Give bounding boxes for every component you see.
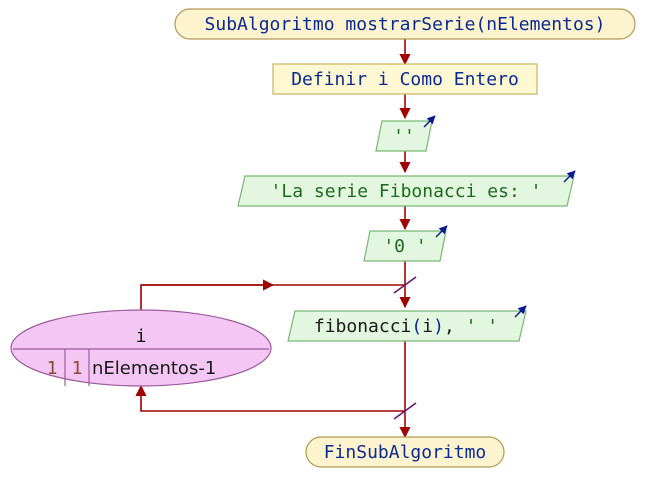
string-literal: ' ' [466,316,499,337]
output-text: '' [393,126,415,147]
func-name: fibonacci [314,316,412,337]
connectors [135,39,411,439]
output-text: 'La serie Fibonacci es: ' [271,181,542,202]
loop-end: nElementos-1 [92,358,216,379]
output-text: fibonacci(i), ' ' [314,316,498,337]
output-block-title: 'La serie Fibonacci es: ' [237,170,576,207]
loop-junction-mark-bottom [393,402,417,420]
loop-start: 1 [47,358,58,379]
loop-node: i 1 1 nElementos-1 [10,309,272,387]
output-arrow-icon [423,115,436,128]
output-arrow-icon [435,225,448,238]
punct: ) [433,316,444,337]
definition-box: Definir i Como Entero [272,63,538,95]
loop-variable: i [136,326,147,347]
output-arrow-icon [563,170,576,183]
start-terminal: SubAlgoritmo mostrarSerie(nElementos) [174,8,636,40]
output-block-empty: '' [375,115,436,152]
output-arrow-icon [514,305,527,318]
var-name: i [422,316,433,337]
start-terminal-text: SubAlgoritmo mostrarSerie(nElementos) [205,14,606,35]
output-block-fibonacci: fibonacci(i), ' ' [287,305,527,342]
definition-text: Definir i Como Entero [291,69,519,90]
end-terminal: FinSubAlgoritmo [305,436,505,468]
punct: ( [411,316,422,337]
output-text: '0 ' [383,236,426,257]
loop-return-line [140,284,405,310]
loop-step: 1 [72,358,83,379]
loop-junction-mark-top [393,276,417,294]
loop-back-line [135,384,405,412]
output-block-zero: '0 ' [363,225,448,262]
end-terminal-text: FinSubAlgoritmo [324,442,487,463]
separator: , [444,316,466,337]
